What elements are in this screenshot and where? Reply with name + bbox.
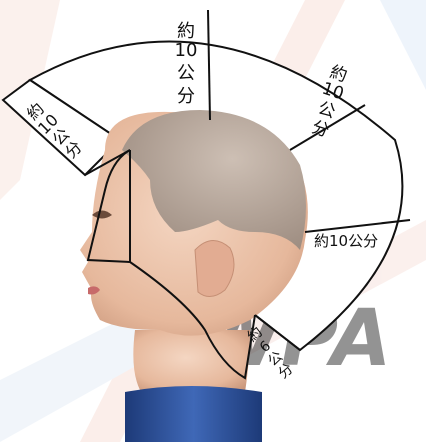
neck <box>133 330 250 392</box>
label-top: 約 10 公 分 <box>175 21 198 107</box>
label-right: 約10公分 <box>314 232 378 250</box>
label-top-char-2: 10 <box>175 40 198 61</box>
label-top-char-3: 公 <box>177 63 195 84</box>
label-top-char-4: 分 <box>177 86 195 107</box>
label-top-char-1: 約 <box>177 21 195 42</box>
stand-base <box>125 386 262 442</box>
